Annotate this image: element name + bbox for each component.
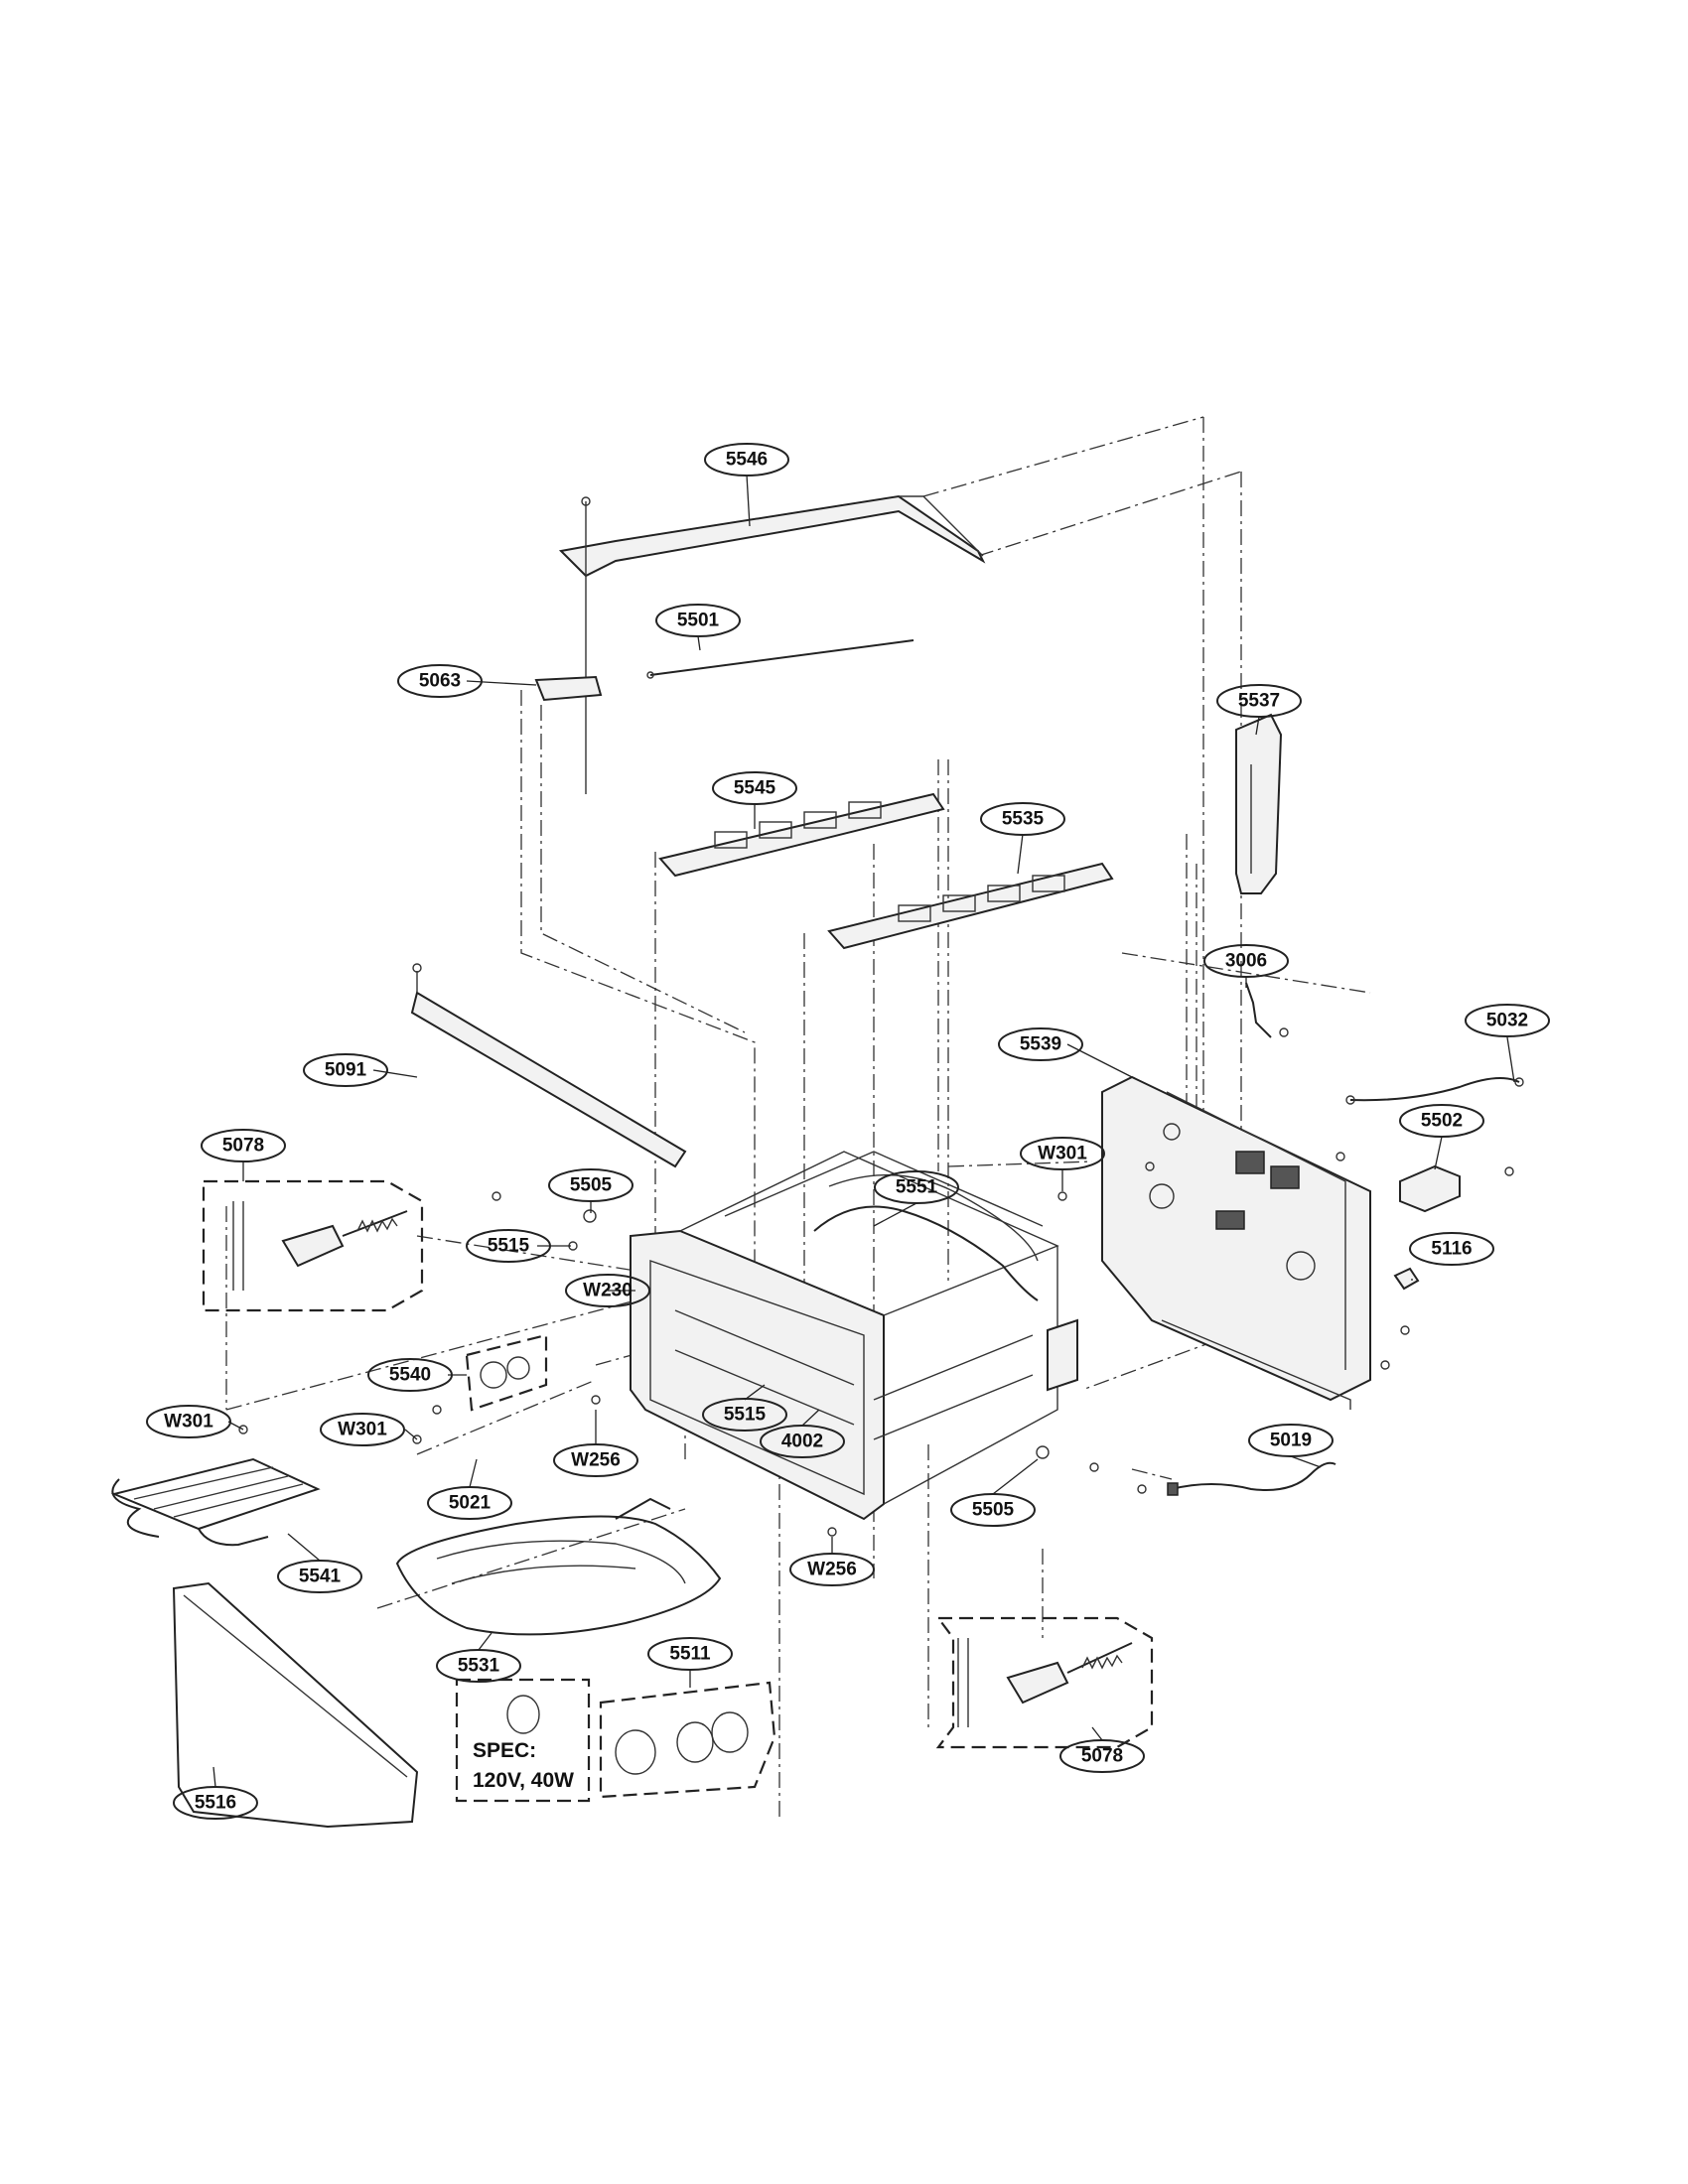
svg-text:W301: W301 xyxy=(338,1420,387,1440)
callout-w301-left: W301 xyxy=(146,1405,231,1438)
part-5539-back-panel xyxy=(1101,1075,1371,1410)
svg-text:5511: 5511 xyxy=(669,1644,711,1665)
callout-3006: 3006 xyxy=(1203,944,1289,978)
spec-box: SPEC: 120V, 40W xyxy=(455,1678,591,1803)
svg-text:5078: 5078 xyxy=(1081,1746,1123,1767)
part-5551-wire xyxy=(813,1205,1039,1301)
callout-5032: 5032 xyxy=(1465,1004,1550,1037)
part-5032-wire xyxy=(1345,1077,1524,1105)
fasteners xyxy=(238,1152,1410,1537)
callout-5541: 5541 xyxy=(277,1560,362,1593)
callout-5537: 5537 xyxy=(1216,684,1302,718)
svg-text:4002: 4002 xyxy=(781,1432,823,1452)
callout-5531: 5531 xyxy=(436,1649,521,1683)
callout-5515-left: 5515 xyxy=(466,1229,551,1263)
svg-text:5505: 5505 xyxy=(570,1175,613,1196)
svg-text:5505: 5505 xyxy=(972,1500,1015,1521)
part-5091-bar xyxy=(410,963,687,1168)
callout-w230: W230 xyxy=(565,1274,650,1307)
svg-text:5091: 5091 xyxy=(325,1060,367,1081)
callout-5021: 5021 xyxy=(427,1486,512,1520)
callout-5551: 5551 xyxy=(874,1170,959,1204)
svg-text:W256: W256 xyxy=(807,1560,857,1580)
part-5545-vent xyxy=(658,792,945,878)
part-5078-igniter-left xyxy=(202,1179,424,1312)
callout-5501: 5501 xyxy=(655,604,741,637)
svg-text:5515: 5515 xyxy=(488,1236,530,1257)
callout-5063: 5063 xyxy=(397,664,483,698)
callout-5116: 5116 xyxy=(1409,1232,1494,1266)
callout-5502: 5502 xyxy=(1399,1104,1484,1138)
part-5511-bulb-box xyxy=(599,1681,776,1799)
part-5546-bracket xyxy=(558,494,986,794)
callout-5078-left: 5078 xyxy=(201,1129,286,1162)
svg-text:5515: 5515 xyxy=(724,1405,767,1426)
part-3006-sensor xyxy=(1245,982,1289,1038)
svg-text:5546: 5546 xyxy=(726,450,768,471)
svg-text:5019: 5019 xyxy=(1270,1431,1312,1451)
svg-text:5545: 5545 xyxy=(734,778,776,799)
svg-text:5078: 5078 xyxy=(222,1136,264,1157)
callout-5078-right: 5078 xyxy=(1059,1739,1145,1773)
svg-text:W301: W301 xyxy=(1038,1144,1087,1164)
oven-cavity xyxy=(630,1151,1078,1521)
svg-text:5531: 5531 xyxy=(458,1656,500,1677)
svg-text:5063: 5063 xyxy=(419,671,461,692)
svg-text:5021: 5021 xyxy=(449,1493,492,1514)
callout-5539: 5539 xyxy=(998,1027,1083,1061)
svg-text:5539: 5539 xyxy=(1020,1034,1061,1055)
callout-w301-right: W301 xyxy=(1020,1137,1105,1170)
svg-text:5535: 5535 xyxy=(1002,809,1045,830)
callout-4002: 4002 xyxy=(760,1425,845,1458)
callout-w256-top: W256 xyxy=(553,1443,638,1477)
part-5116-switch xyxy=(1393,1267,1420,1291)
part-5019-cord xyxy=(1167,1461,1336,1496)
callout-w256-bottom: W256 xyxy=(789,1553,875,1586)
spec-line-2: 120V, 40W xyxy=(473,1769,574,1792)
callout-5515-center: 5515 xyxy=(702,1398,787,1432)
callout-5546: 5546 xyxy=(704,443,789,477)
svg-text:5516: 5516 xyxy=(195,1793,236,1814)
part-5541-broil-element xyxy=(110,1457,321,1547)
callouts: 5546 5501 5063 5537 5545 5535 3006 5091 … xyxy=(146,443,1550,1820)
part-5531-bake-element xyxy=(395,1497,722,1636)
callout-5505-top: 5505 xyxy=(548,1168,633,1202)
svg-text:W301: W301 xyxy=(164,1412,213,1433)
part-5537-cover xyxy=(1235,713,1283,894)
part-5078-igniter-right xyxy=(935,1616,1154,1749)
callout-5505-bottom: 5505 xyxy=(950,1493,1036,1527)
callout-5545: 5545 xyxy=(712,771,797,805)
svg-text:5541: 5541 xyxy=(299,1567,342,1587)
svg-text:5116: 5116 xyxy=(1431,1239,1472,1260)
svg-text:W256: W256 xyxy=(571,1450,621,1471)
svg-text:W230: W230 xyxy=(583,1281,633,1301)
callout-5516: 5516 xyxy=(173,1786,258,1820)
callout-5091: 5091 xyxy=(303,1053,388,1087)
callout-5540: 5540 xyxy=(367,1358,453,1392)
svg-text:5540: 5540 xyxy=(389,1365,431,1386)
svg-text:5501: 5501 xyxy=(677,611,720,631)
callout-5019: 5019 xyxy=(1248,1424,1334,1457)
leader-lines xyxy=(212,474,1515,1788)
svg-text:3006: 3006 xyxy=(1225,951,1267,972)
svg-text:5551: 5551 xyxy=(896,1177,938,1198)
part-5540-lamp-housing xyxy=(465,1333,548,1412)
part-5535-vent xyxy=(827,862,1114,950)
part-5502-block xyxy=(1399,1164,1514,1213)
svg-text:5502: 5502 xyxy=(1421,1111,1463,1132)
spec-line-1: SPEC: xyxy=(473,1739,536,1762)
part-5501-rod xyxy=(646,639,914,679)
svg-text:5537: 5537 xyxy=(1238,691,1280,712)
callout-5535: 5535 xyxy=(980,802,1065,836)
part-5063-clip xyxy=(534,675,603,702)
part-5516-gasket xyxy=(172,1581,419,1829)
svg-text:5032: 5032 xyxy=(1486,1011,1528,1031)
callout-5511: 5511 xyxy=(647,1637,733,1671)
callout-w301-middle: W301 xyxy=(320,1413,405,1446)
